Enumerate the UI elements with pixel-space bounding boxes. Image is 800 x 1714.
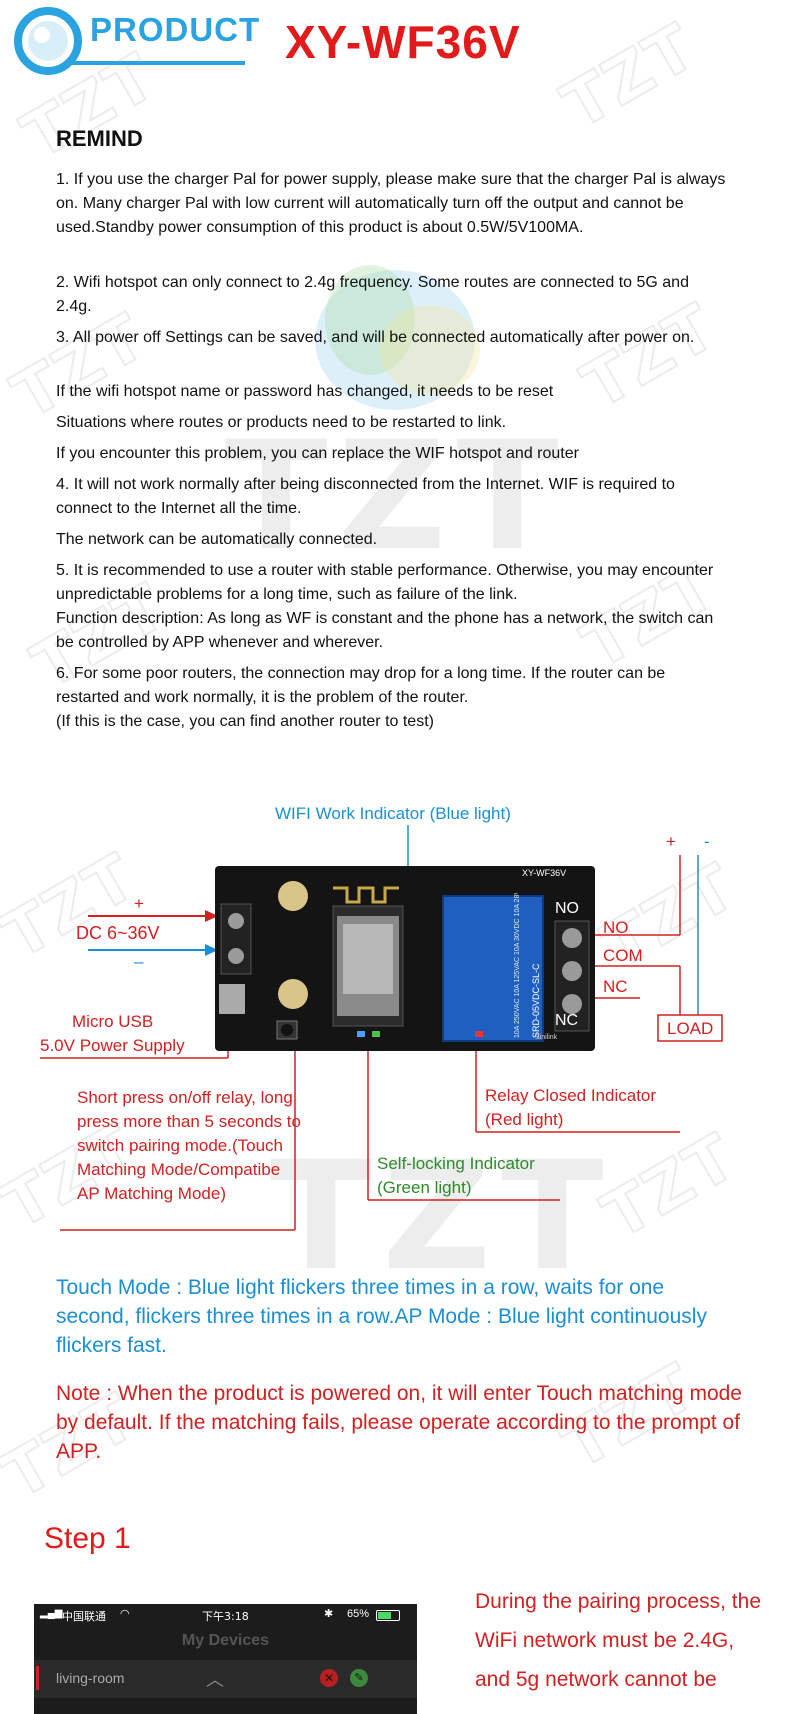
watermark-large: TZT	[270, 1130, 614, 1304]
step-title: Step 1	[44, 1522, 131, 1555]
board-no-label: NO	[555, 900, 579, 917]
remind-paragraph: Function description: As long as WF is c…	[56, 610, 714, 651]
self-locking-label: Self-locking Indicator	[377, 1154, 535, 1173]
wiring-diagram: XY-WF36V 10A 250VAC 10A 125VAC 10A 30VDC…	[0, 780, 800, 1250]
product-badge-icon	[14, 7, 245, 75]
remind-title: REMIND	[56, 126, 143, 151]
watermark-large: TZT	[225, 410, 569, 584]
delete-icon[interactable]: ✕	[320, 1669, 338, 1687]
remind-paragraph: (If this is the case, you can find anoth…	[56, 713, 434, 730]
product-badge-label: PRODUCT	[90, 11, 261, 48]
touch-mode-description: Touch Mode : Blue light flickers three t…	[56, 1276, 707, 1357]
phone-time: 下午3:18	[202, 1610, 249, 1623]
device-list-item[interactable]: living-room ︿ ✕ ✎	[34, 1660, 417, 1698]
board-nc-label: NC	[555, 1012, 579, 1029]
no-terminal-label: NO	[603, 918, 629, 937]
wifi-icon: ◠	[120, 1608, 130, 1620]
load-label: LOAD	[667, 1019, 714, 1038]
remind-paragraph: 3. All power off Settings can be saved, …	[56, 329, 695, 346]
bluetooth-icon: ✱	[324, 1608, 334, 1620]
rail-plus-label: +	[666, 832, 676, 851]
self-locking-color: (Green light)	[377, 1178, 472, 1197]
remind-paragraph: If the wifi hotspot name or password has…	[56, 383, 554, 400]
chevron-up-icon[interactable]: ︿	[206, 1670, 224, 1690]
product-header: PRODUCT XY-WF36V	[10, 5, 790, 85]
remind-paragraph: Situations where routes or products need…	[56, 414, 507, 431]
pairing-note-line: During the pairing process, the	[475, 1590, 761, 1613]
dc-plus-label: +	[134, 894, 144, 913]
carrier-label: 中国联通	[62, 1610, 106, 1623]
dc-minus-label: –	[134, 952, 144, 971]
nc-terminal-label: NC	[603, 977, 628, 996]
board-relay-label: SRD-05VDC-SL-C	[531, 963, 541, 1038]
dc-voltage-label: DC 6~36V	[76, 923, 160, 943]
rail-minus-label: -	[704, 832, 710, 851]
phone-header-title: My Devices	[181, 1632, 270, 1649]
battery-icon	[376, 1610, 400, 1621]
remind-paragraph: 6. For some poor routers, the connection…	[56, 665, 666, 706]
short-press-label: Short press on/off relay, long press mor…	[77, 1088, 301, 1203]
brand-logo-watermark	[315, 265, 480, 410]
remind-paragraph: 2. Wifi hotspot can only connect to 2.4g…	[56, 274, 689, 315]
board-brand-label: Sinilink	[535, 1034, 558, 1041]
model-title: XY-WF36V	[285, 16, 521, 68]
wifi-indicator-label: WIFI Work Indicator (Blue light)	[275, 804, 511, 823]
relay-indicator-color: (Red light)	[485, 1110, 564, 1129]
board-model-label: XY-WF36V	[522, 868, 567, 878]
remind-paragraph: 5. It is recommended to use a router wit…	[56, 562, 714, 603]
power-on-note: Note : When the product is powered on, i…	[56, 1382, 742, 1463]
micro-usb-label: Micro USB	[72, 1012, 154, 1031]
board-relay-spec: 10A 250VAC 10A 125VAC 10A 30VDC 10A 28VD…	[514, 893, 521, 1038]
relay-indicator-label: Relay Closed Indicator	[485, 1086, 657, 1105]
pairing-note-line: and 5g network cannot be	[475, 1668, 717, 1691]
device-name: living-room	[56, 1670, 125, 1686]
remind-paragraph: 1. If you use the charger Pal for power …	[56, 171, 726, 236]
remind-paragraph: If you encounter this problem, you can r…	[56, 445, 579, 462]
relay-board-image	[215, 866, 595, 1051]
signal-icon: ▂▄▆	[40, 1608, 63, 1619]
phone-screenshot: ▂▄▆ 中国联通 ◠ 下午3:18 ✱ 65% My Devices livin…	[34, 1604, 417, 1714]
pairing-note-line: WiFi network must be 2.4G,	[475, 1629, 735, 1652]
edit-icon[interactable]: ✎	[350, 1669, 368, 1687]
battery-percent: 65%	[347, 1608, 370, 1620]
micro-usb-voltage-label: 5.0V Power Supply	[40, 1036, 185, 1055]
com-terminal-label: COM	[603, 946, 643, 965]
remind-paragraph: 4. It will not work normally after being…	[56, 476, 675, 517]
phone-status-bar: ▂▄▆ 中国联通 ◠ 下午3:18 ✱ 65%	[34, 1604, 417, 1626]
remind-paragraph: The network can be automatically connect…	[56, 531, 378, 548]
